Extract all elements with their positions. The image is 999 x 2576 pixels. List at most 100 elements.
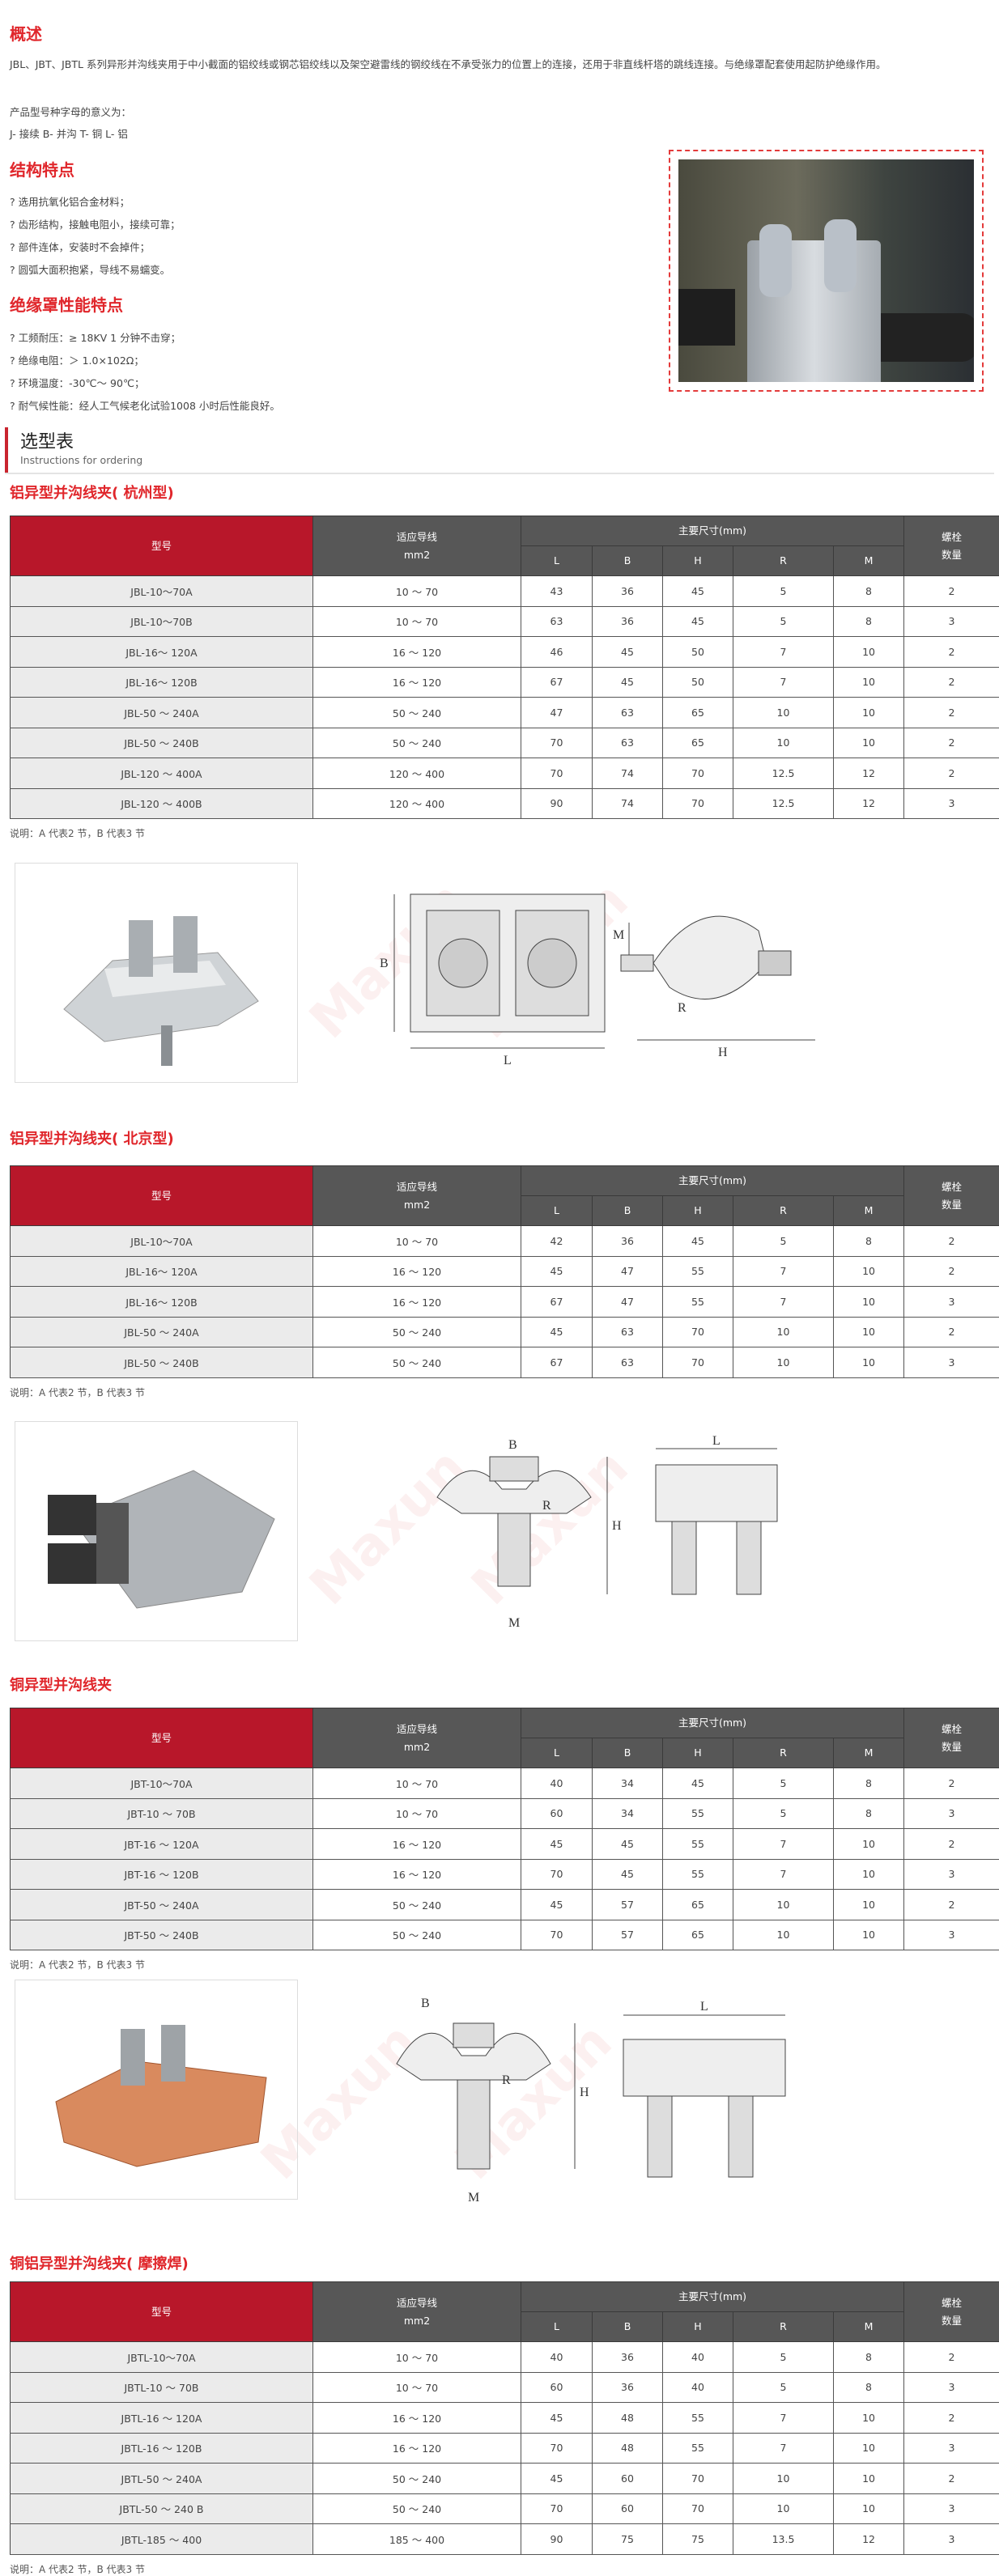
value-cell: 16 ～ 120	[313, 1859, 521, 1890]
header-dimensions: 主要尺寸(mm)	[521, 1708, 904, 1738]
value-cell: 16 ～ 120	[313, 667, 521, 698]
svg-text:H: H	[718, 1046, 728, 1059]
model-cell: JBL-10～70A	[11, 576, 313, 607]
value-cell: 16 ～ 120	[313, 2433, 521, 2464]
value-cell: 3	[904, 1920, 999, 1950]
header-dim-col: B	[593, 1738, 663, 1768]
value-cell: 36	[593, 606, 663, 637]
value-cell: 65	[663, 1920, 733, 1950]
svg-text:B: B	[508, 1438, 517, 1452]
value-cell: 2	[904, 1890, 999, 1920]
value-cell: 10 ～ 70	[313, 606, 521, 637]
header-dim-col: H	[663, 1196, 733, 1226]
value-cell: 3	[904, 1287, 999, 1318]
value-cell: 47	[593, 1287, 663, 1318]
value-cell: 12	[834, 2524, 904, 2555]
value-cell: 5	[733, 2372, 834, 2403]
value-cell: 50 ～ 240	[313, 2464, 521, 2494]
insulation-item: ? 耐气候性能：经人工气候老化试验1008 小时后性能良好。	[10, 397, 280, 413]
value-cell: 2	[904, 637, 999, 668]
value-cell: 10 ～ 70	[313, 2342, 521, 2373]
value-cell: 10	[733, 1317, 834, 1347]
header-dim-col: M	[834, 1738, 904, 1768]
value-cell: 2	[904, 576, 999, 607]
value-cell: 3	[904, 2524, 999, 2555]
header-dim-col: B	[593, 1196, 663, 1226]
model-cell: JBTL-16 ～ 120A	[11, 2403, 313, 2434]
value-cell: 45	[593, 637, 663, 668]
value-cell: 10 ～ 70	[313, 1226, 521, 1257]
value-cell: 70	[663, 1317, 733, 1347]
dimension-diagram-hangzhou: B L R M H	[378, 874, 864, 1076]
header-bolts: 螺栓数量	[904, 516, 999, 576]
value-cell: 3	[904, 1859, 999, 1890]
value-cell: 60	[593, 2493, 663, 2524]
value-cell: 70	[663, 788, 733, 819]
value-cell: 55	[663, 1829, 733, 1860]
value-cell: 10 ～ 70	[313, 576, 521, 607]
value-cell: 10 ～ 70	[313, 2372, 521, 2403]
value-cell: 40	[521, 1768, 593, 1799]
structure-item: ? 齿形结构，接触电阻小，接续可靠；	[10, 216, 181, 231]
product-photo-hangzhou	[15, 863, 298, 1083]
value-cell: 55	[663, 2433, 733, 2464]
value-cell: 40	[521, 2342, 593, 2373]
model-cell: JBL-16～ 120A	[11, 637, 313, 668]
value-cell: 90	[521, 788, 593, 819]
value-cell: 120 ～ 400	[313, 788, 521, 819]
svg-text:L: L	[504, 1054, 512, 1067]
section-divider	[5, 473, 994, 474]
value-cell: 36	[593, 576, 663, 607]
header-dim-col: R	[733, 546, 834, 576]
value-cell: 45	[521, 1317, 593, 1347]
value-cell: 10	[834, 637, 904, 668]
table-title: 铜铝异型并沟线夹( 摩擦焊)	[10, 2252, 189, 2273]
svg-text:M: M	[508, 1616, 520, 1630]
value-cell: 45	[521, 1890, 593, 1920]
value-cell: 70	[521, 1920, 593, 1950]
value-cell: 10	[834, 1859, 904, 1890]
selection-title: 选型表	[20, 427, 74, 453]
svg-text:M: M	[468, 2191, 479, 2205]
value-cell: 70	[521, 2493, 593, 2524]
value-cell: 5	[733, 1226, 834, 1257]
value-cell: 47	[593, 1256, 663, 1287]
value-cell: 60	[521, 1798, 593, 1829]
value-cell: 7	[733, 637, 834, 668]
value-cell: 7	[733, 1829, 834, 1860]
value-cell: 46	[521, 637, 593, 668]
value-cell: 70	[521, 758, 593, 789]
table-note: 说明：A 代表2 节，B 代表3 节	[10, 826, 145, 840]
model-cell: JBL-16～ 120A	[11, 1256, 313, 1287]
value-cell: 10	[834, 1256, 904, 1287]
value-cell: 5	[733, 1798, 834, 1829]
value-cell: 7	[733, 1859, 834, 1890]
overview-paragraph: JBL、JBT、JBTL 系列异形并沟线夹用于中小截面的铝绞线或钢芯铝绞线以及架…	[10, 53, 993, 75]
model-cell: JBL-10～70B	[11, 606, 313, 637]
value-cell: 7	[733, 2433, 834, 2464]
model-cell: JBTL-10～70A	[11, 2342, 313, 2373]
value-cell: 8	[834, 606, 904, 637]
table-title: 铜异型并沟线夹	[10, 1674, 112, 1695]
svg-text:B: B	[380, 957, 389, 970]
value-cell: 45	[521, 2403, 593, 2434]
table-title: 铝异型并沟线夹( 北京型)	[10, 1127, 174, 1148]
value-cell: 2	[904, 728, 999, 758]
